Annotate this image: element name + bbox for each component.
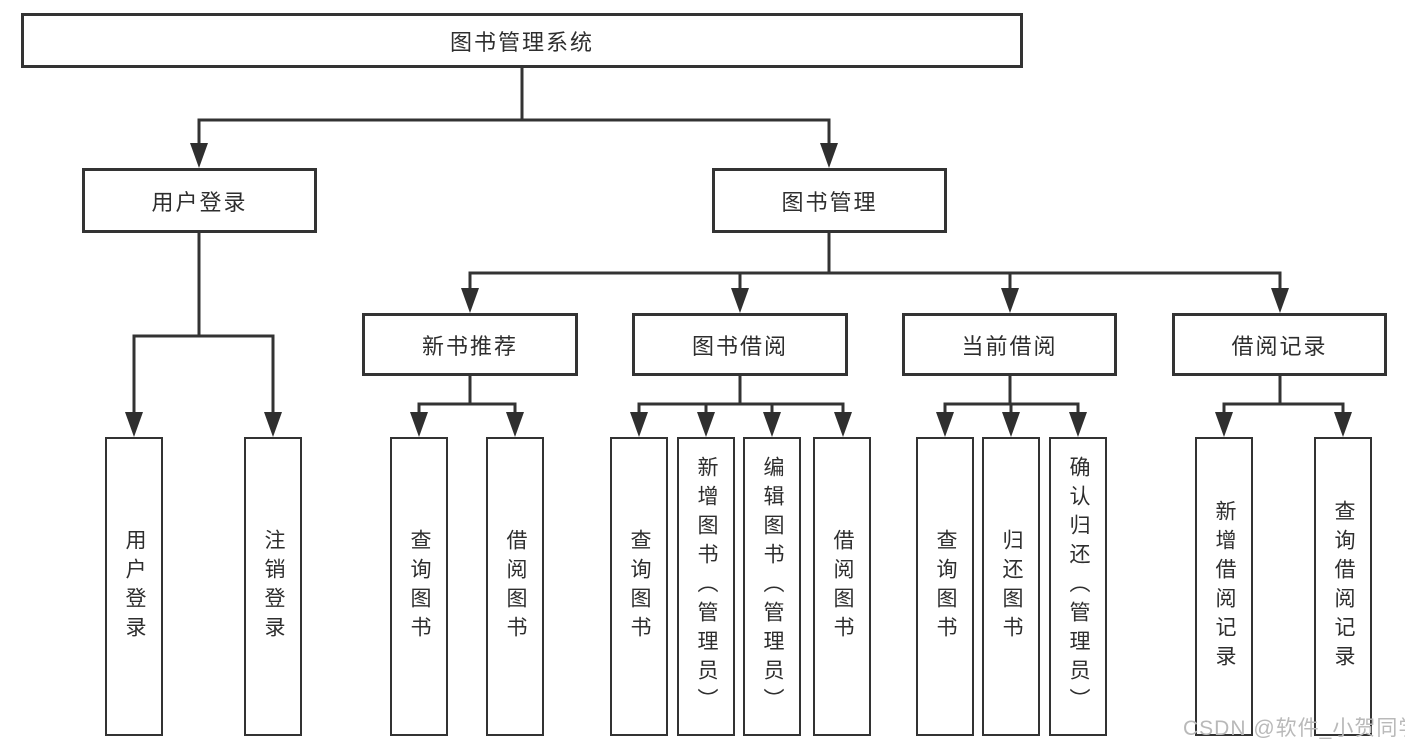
node-library-management-system: 图书管理系统 <box>21 13 1023 68</box>
leaf-logout-login: 注销登录 <box>244 437 302 736</box>
leaf-edit-books-admin: 编辑图书（管理员） <box>743 437 801 736</box>
leaf-query-books-recommend: 查询图书 <box>390 437 448 736</box>
leaf-user-login: 用户登录 <box>105 437 163 736</box>
leaf-query-books-current: 查询图书 <box>916 437 974 736</box>
node-new-book-recommend: 新书推荐 <box>362 313 578 376</box>
leaf-confirm-return-admin: 确认归还（管理员） <box>1049 437 1107 736</box>
leaf-query-books-borrowing: 查询图书 <box>610 437 668 736</box>
leaf-add-books-admin: 新增图书（管理员） <box>677 437 735 736</box>
node-book-management: 图书管理 <box>712 168 947 233</box>
leaf-query-borrow-record: 查询借阅记录 <box>1314 437 1372 736</box>
node-borrowing-records: 借阅记录 <box>1172 313 1387 376</box>
leaf-add-borrow-record: 新增借阅记录 <box>1195 437 1253 736</box>
node-current-borrowing: 当前借阅 <box>902 313 1117 376</box>
leaf-borrow-books-recommend: 借阅图书 <box>486 437 544 736</box>
node-book-borrowing: 图书借阅 <box>632 313 848 376</box>
leaf-return-books: 归还图书 <box>982 437 1040 736</box>
leaf-borrow-books-borrowing: 借阅图书 <box>813 437 871 736</box>
node-user-login: 用户登录 <box>82 168 317 233</box>
csdn-watermark: CSDN @软件_小贺同学 <box>1183 717 1405 740</box>
